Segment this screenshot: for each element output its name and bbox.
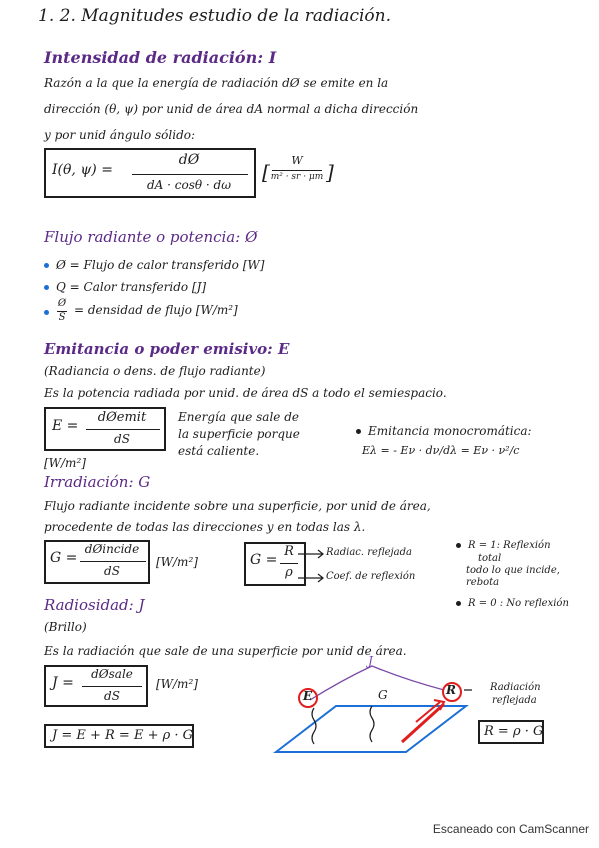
diagram-label-g: G (378, 688, 388, 702)
arrow-label-coef: Coef. de reflexión (326, 571, 416, 582)
scanner-footer: Escaneado con CamScanner (432, 822, 589, 836)
units-bracket-close: ] (326, 160, 334, 184)
g-rho-box (244, 542, 306, 586)
r1-line2: total (478, 553, 502, 564)
s1-line1: Razón a la que la energía de radiación d… (44, 76, 389, 90)
radiosity-sum: J = E + R = E + ρ · G (52, 728, 194, 743)
irradiation-num: dØincide (84, 542, 140, 556)
r1-line3: todo lo que incide, (466, 565, 560, 576)
flux-density-text: = densidad de flujo [W/m²] (74, 303, 238, 317)
units-fraction-bar (272, 170, 322, 172)
diagram-label-j: J (368, 654, 373, 668)
diagram-reflected-2: reflejada (492, 695, 537, 706)
diagram-label-r: R (446, 683, 456, 697)
irradiation-bar (80, 561, 146, 563)
units-bracket-open: [ (262, 160, 270, 184)
irradiation-formula-box (44, 540, 150, 584)
emittance-bar (86, 429, 160, 431)
radiosity-bar (82, 686, 142, 688)
intensity-formula-box (44, 148, 256, 198)
diagram-reflected-1: Radiación (490, 682, 541, 693)
irradiation-heading: Irradiación: G (44, 473, 151, 491)
irradiation-lhs: G = (50, 550, 78, 566)
g-rho-bar (280, 563, 298, 565)
irradiation-den: dS (104, 564, 120, 578)
flux-bullet-1: Ø = Flujo de calor transferido [W] (44, 258, 264, 272)
g-rho-den: ρ (285, 565, 293, 580)
emittance-num: dØemit (97, 410, 147, 425)
flux-density-bar (57, 311, 67, 313)
flux-bullet-3 (44, 305, 56, 319)
emittance-note-1: Energía que sale de (178, 410, 299, 424)
emittance-note-2: la superficie porque (178, 427, 300, 441)
intensity-heading: Intensidad de radiación: I (44, 48, 277, 67)
arrow-label-reflected: Radiac. reflejada (326, 547, 412, 558)
flux-density-num: Ø (57, 298, 67, 309)
emittance-units: [W/m²] (44, 456, 86, 470)
page-title: 1. 2. Magnitudes estudio de la radiación… (38, 6, 392, 26)
r-rho-g-eq: R = ρ · G (484, 724, 544, 739)
intensity-lhs: I(θ, ψ) = (52, 162, 113, 178)
g-rho-lhs: G = (250, 552, 278, 568)
s4-line1: Flujo radiante incidente sobre una super… (44, 499, 431, 513)
emittance-sub: (Radiancia o dens. de flujo radiante) (44, 364, 266, 378)
s4-line2: procedente de todas las direcciones y en… (44, 520, 366, 534)
intensity-units-den: m² · sr · μm (270, 172, 324, 182)
emittance-lhs: E = (52, 418, 79, 434)
g-rho-num: R (284, 544, 294, 559)
irradiation-units: [W/m²] (156, 555, 198, 569)
flux-bullet-2: Q = Calor transferido [J] (44, 280, 206, 294)
diagram-label-e: E (303, 689, 313, 703)
r1-title: R = 1: Reflexión (456, 540, 551, 551)
r1-line4: rebota (466, 577, 500, 588)
emittance-desc: Es la potencia radiada por unid. de área… (44, 386, 447, 400)
intensity-num: dØ (178, 152, 200, 168)
s1-line3: y por unid ángulo sólido: (44, 128, 196, 142)
intensity-units-num: W (291, 154, 303, 167)
radiosity-num: dØsale (91, 667, 133, 681)
flux-heading: Flujo radiante o potencia: Ø (44, 228, 258, 246)
radiosity-heading: Radiosidad: J (44, 596, 145, 614)
radiosity-sum-box (44, 724, 194, 748)
radiosity-units: [W/m²] (156, 677, 198, 691)
emittance-den: dS (114, 432, 130, 446)
radiosity-lhs: J = (52, 675, 74, 691)
radiosity-desc: Es la radiación que sale de una superfic… (44, 644, 407, 658)
emittance-heading: Emitancia o poder emisivo: E (44, 340, 290, 358)
r0-note: R = 0 : No reflexión (456, 598, 569, 609)
emittance-formula-box (44, 407, 166, 451)
intensity-den: dA · cosθ · dω (146, 178, 232, 192)
emittance-note-3: está caliente. (178, 444, 260, 458)
mono-equation: Eλ = - Eν · dν/dλ = Eν · ν²/c (362, 444, 520, 457)
radiosity-den: dS (104, 689, 120, 703)
radiosity-diagram (273, 665, 472, 753)
intensity-fraction-bar (132, 174, 248, 176)
radiosity-formula-box (44, 665, 148, 707)
s1-line2: dirección (θ, ψ) por unid de área dA nor… (44, 102, 419, 116)
r-rho-g-box (478, 720, 544, 744)
mono-title: Emitancia monocromática: (356, 424, 532, 438)
flux-density-den: S (58, 312, 66, 323)
g-rho-arrows (298, 549, 324, 583)
radiosity-sub: (Brillo) (44, 620, 87, 634)
